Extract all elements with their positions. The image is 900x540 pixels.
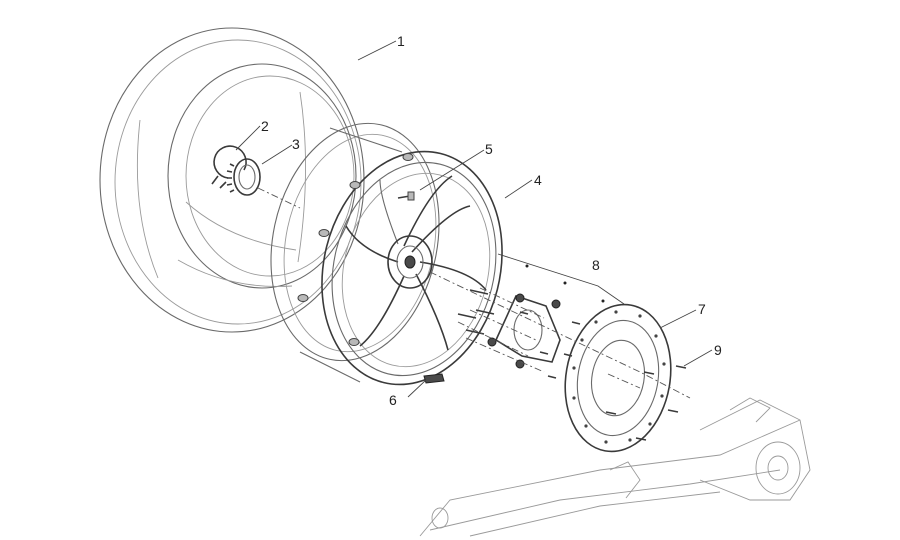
circlip [211, 145, 247, 189]
callout-7: 7 [698, 301, 706, 317]
callout-5: 5 [485, 141, 493, 157]
callout-2: 2 [261, 118, 269, 134]
rim [270, 122, 503, 386]
disc-bolts [605, 365, 687, 441]
callout-labels: 1 2 3 4 5 6 7 8 9 [261, 33, 722, 408]
callout-4: 4 [534, 172, 542, 188]
callout-6: 6 [389, 392, 397, 408]
callout-1: 1 [397, 33, 405, 49]
leader-lines [235, 40, 713, 398]
balancing-weight [423, 373, 445, 384]
disc-flange-kit [457, 253, 625, 379]
callout-9: 9 [714, 342, 722, 358]
valve [397, 191, 415, 201]
swingarm [419, 397, 811, 537]
callout-3: 3 [292, 136, 300, 152]
centre-lines [257, 187, 691, 399]
callout-8: 8 [592, 257, 600, 273]
tyre [99, 27, 365, 333]
ring-nut [226, 158, 261, 196]
